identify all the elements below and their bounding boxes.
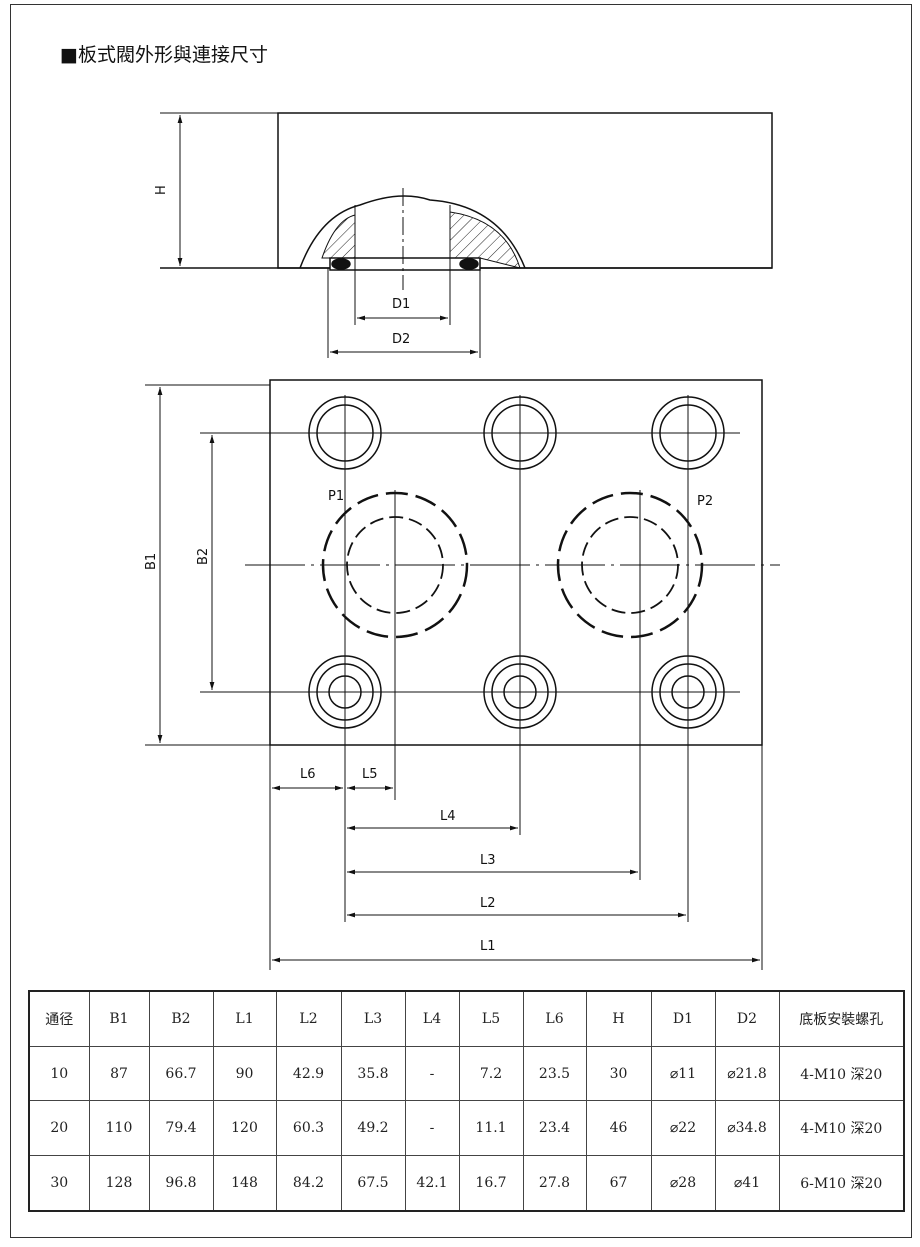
table-cell: 11.1 <box>458 1100 524 1156</box>
dim-label-l6: L6 <box>300 767 316 782</box>
column-header: D1 <box>650 990 716 1048</box>
page-frame <box>10 4 912 1238</box>
table-cell: 96.8 <box>148 1154 214 1212</box>
column-header: 通径 <box>28 990 90 1048</box>
dim-label-l1: L1 <box>480 939 496 954</box>
table-cell: 87 <box>88 1046 150 1102</box>
table-cell: 90 <box>212 1046 277 1102</box>
dim-label-l2: L2 <box>480 896 496 911</box>
dim-label-b1: B1 <box>144 553 159 570</box>
column-header: L1 <box>212 990 277 1048</box>
table-cell: ⌀28 <box>650 1154 716 1212</box>
page-title: ■板式閥外形與連接尺寸 <box>60 44 268 66</box>
dim-label-b2: B2 <box>196 548 211 565</box>
table-cell: 84.2 <box>275 1154 342 1212</box>
table-cell: 23.5 <box>522 1046 587 1102</box>
table-cell: ⌀11 <box>650 1046 716 1102</box>
table-cell: 120 <box>212 1100 277 1156</box>
table-cell: 42.1 <box>404 1154 460 1212</box>
table-cell: 23.4 <box>522 1100 587 1156</box>
table-cell: 49.2 <box>340 1100 406 1156</box>
table-cell: 110 <box>88 1100 150 1156</box>
side-view <box>160 112 773 358</box>
table-cell: 27.8 <box>522 1154 587 1212</box>
column-header: D2 <box>714 990 780 1048</box>
table-cell: 60.3 <box>275 1100 342 1156</box>
table-cell: 10 <box>28 1046 90 1102</box>
dim-label-l4: L4 <box>440 809 456 824</box>
table-cell: 128 <box>88 1154 150 1212</box>
column-header: L4 <box>404 990 460 1048</box>
table-cell: 67.5 <box>340 1154 406 1212</box>
column-header: B1 <box>88 990 150 1048</box>
table-cell: 79.4 <box>148 1100 214 1156</box>
table-cell: 30 <box>585 1046 652 1102</box>
table-cell: 20 <box>28 1100 90 1156</box>
table-cell: 7.2 <box>458 1046 524 1102</box>
column-header: B2 <box>148 990 214 1048</box>
dim-label-l5: L5 <box>362 767 378 782</box>
table-cell: 35.8 <box>340 1046 406 1102</box>
table-cell: 30 <box>28 1154 90 1212</box>
table-cell: 6-M10 深20 <box>778 1154 905 1212</box>
table-cell: 16.7 <box>458 1154 524 1212</box>
table-cell: 42.9 <box>275 1046 342 1102</box>
bolt-holes <box>308 396 725 729</box>
table-cell: 66.7 <box>148 1046 214 1102</box>
port-label-p1: P1 <box>328 489 344 504</box>
table-cell: 67 <box>585 1154 652 1212</box>
dim-label-l3: L3 <box>480 853 496 868</box>
column-header: L5 <box>458 990 524 1048</box>
port-label-p2: P2 <box>697 494 713 509</box>
table-cell: ⌀21.8 <box>714 1046 780 1102</box>
table-cell: ⌀34.8 <box>714 1100 780 1156</box>
table-cell: 148 <box>212 1154 277 1212</box>
plan-view <box>145 379 780 970</box>
table-cell: ⌀22 <box>650 1100 716 1156</box>
table-cell: ⌀41 <box>714 1154 780 1212</box>
table-cell: 4-M10 深20 <box>778 1100 905 1156</box>
dim-label-d2: D2 <box>392 332 410 347</box>
table-cell: - <box>404 1100 460 1156</box>
dim-label-d1: D1 <box>392 297 410 312</box>
column-header: 底板安裝螺孔 <box>778 990 905 1048</box>
table-cell: - <box>404 1046 460 1102</box>
table-cell: 46 <box>585 1100 652 1156</box>
column-header: L3 <box>340 990 406 1048</box>
column-header: L2 <box>275 990 342 1048</box>
technical-drawing: H D1 D2 <box>144 112 780 970</box>
table-cell: 4-M10 深20 <box>778 1046 905 1102</box>
column-header: H <box>585 990 652 1048</box>
dim-label-h: H <box>154 185 169 195</box>
column-header: L6 <box>522 990 587 1048</box>
